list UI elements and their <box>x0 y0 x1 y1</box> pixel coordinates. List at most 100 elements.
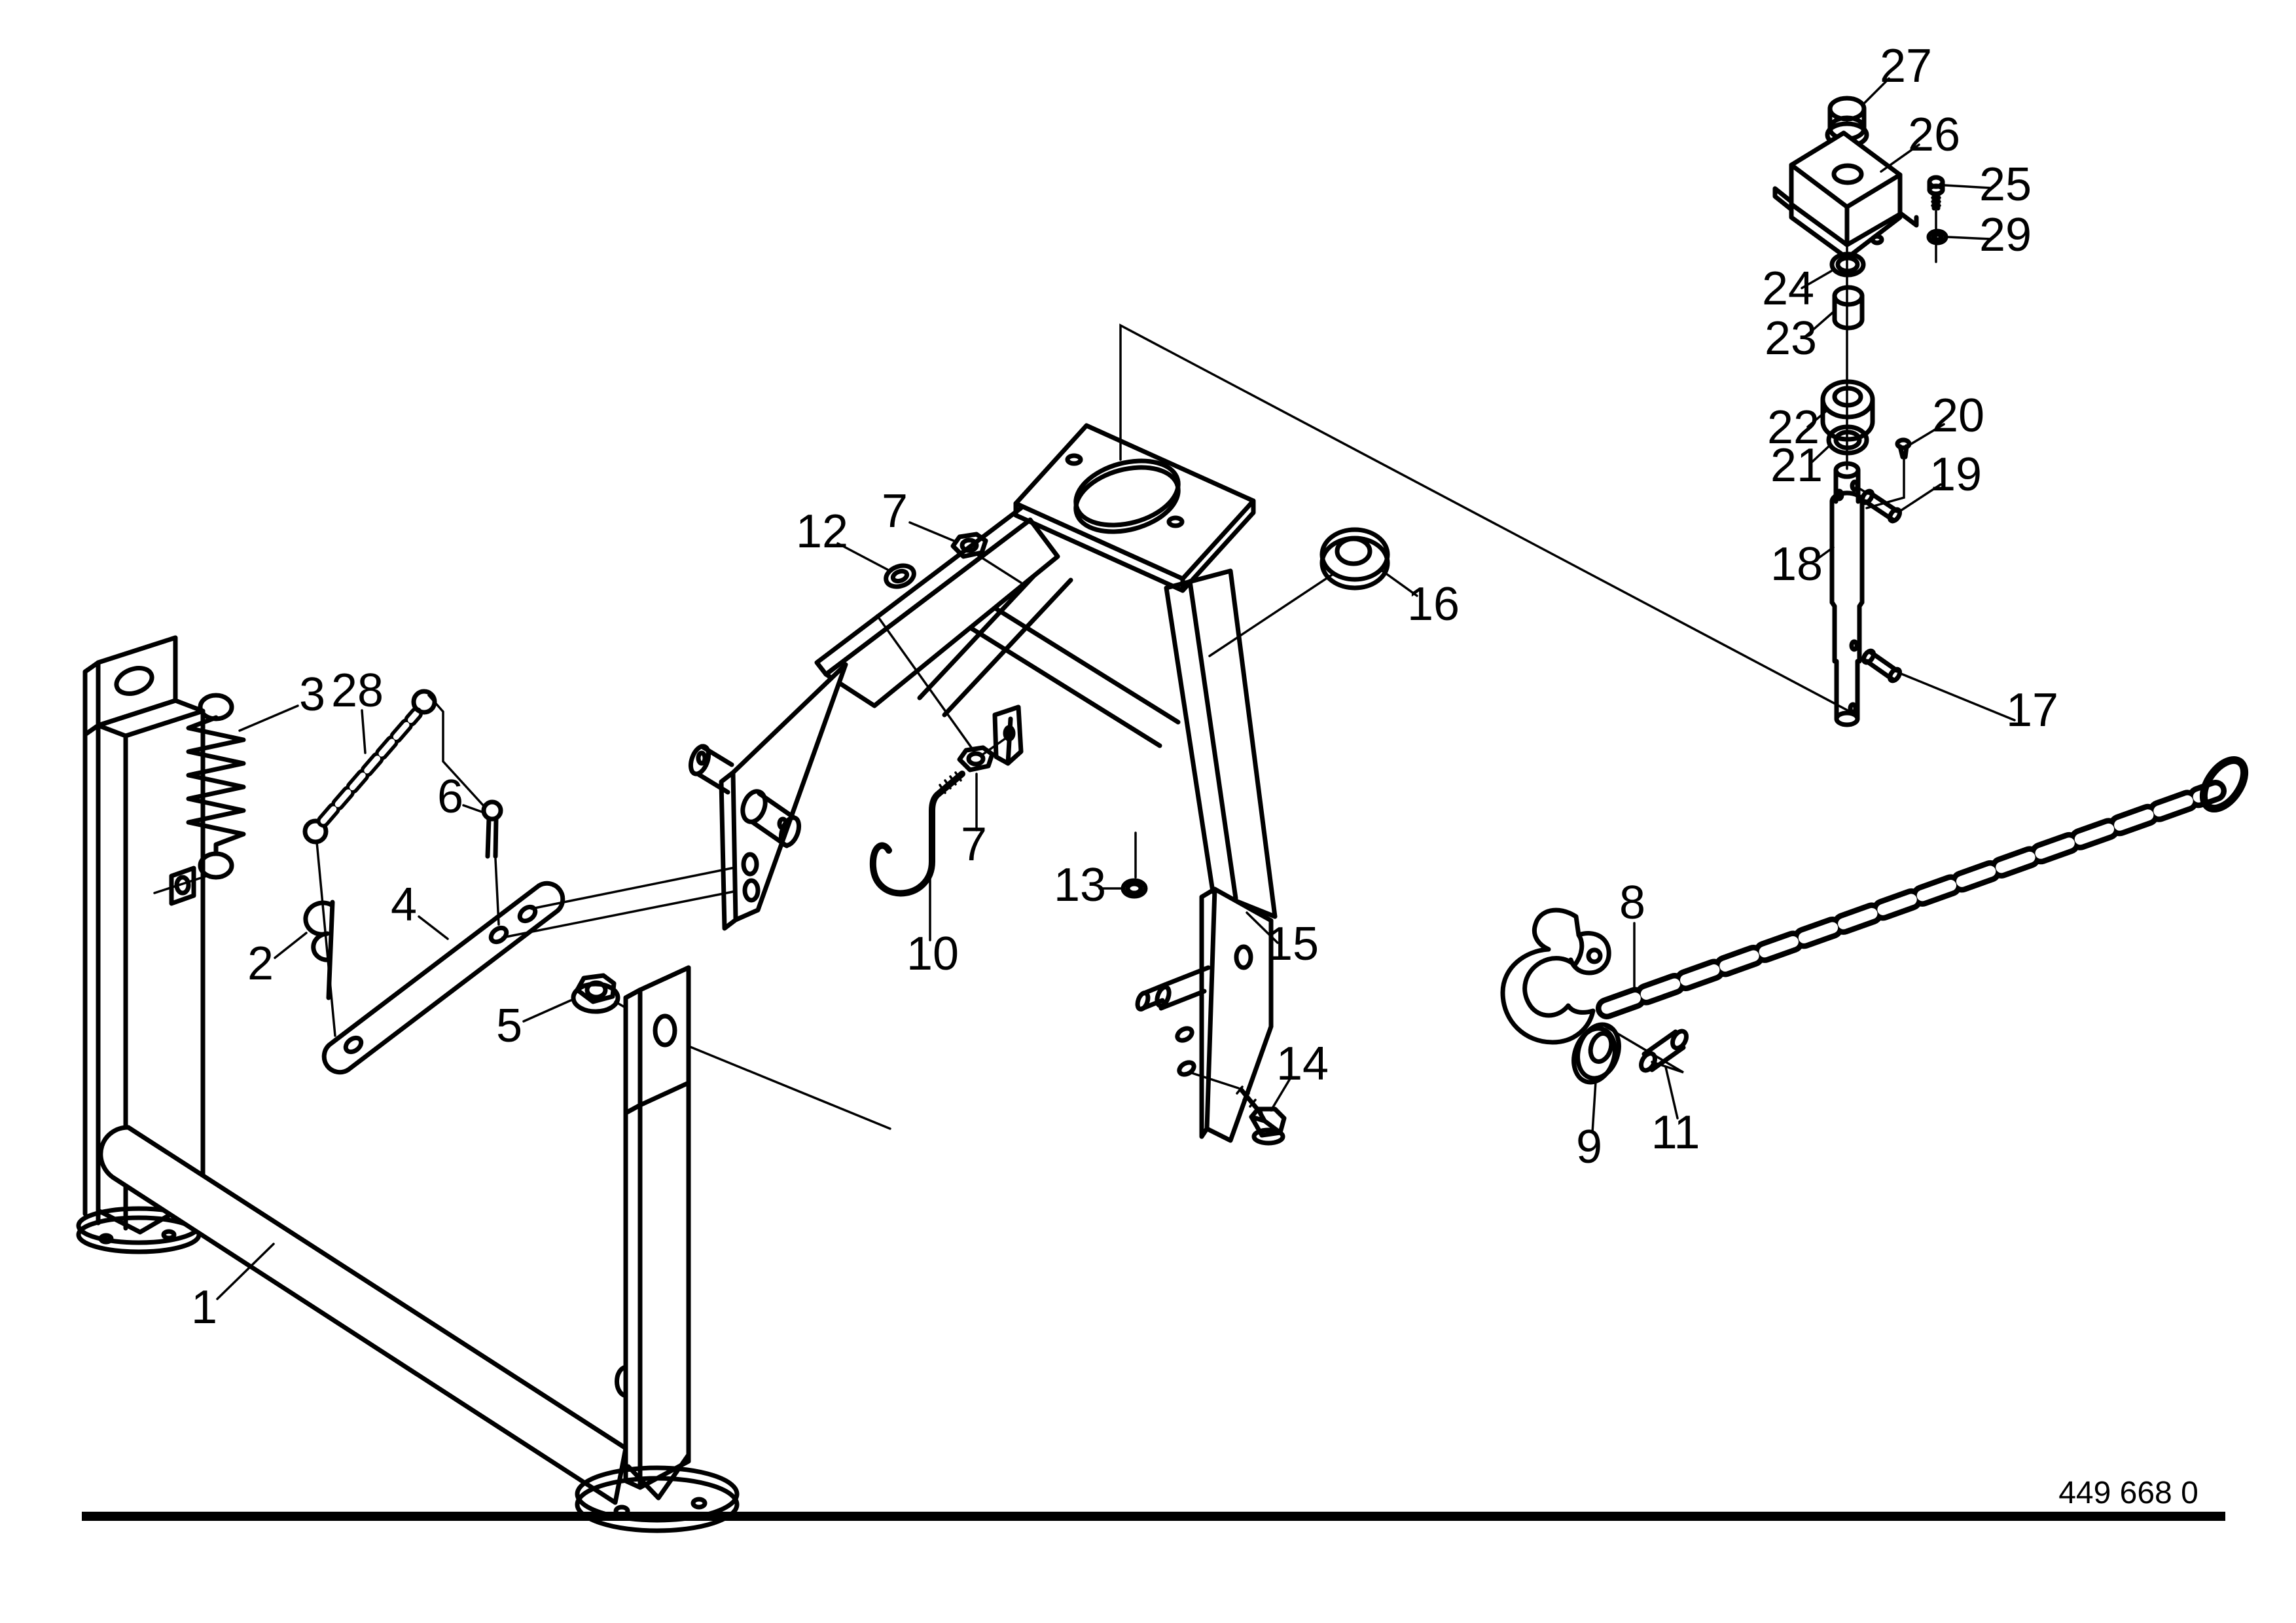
svg-text:8: 8 <box>1619 877 1645 929</box>
cross-tube-1 <box>98 1125 628 1505</box>
callout-24: 24 <box>1762 263 1833 315</box>
grab-hook <box>1500 907 1684 1074</box>
callout-21: 21 <box>1770 439 1831 492</box>
front-leg-foot <box>575 1465 740 1523</box>
callout-17: 17 <box>1898 672 2058 737</box>
callout-11: 11 <box>1651 1066 1700 1159</box>
callout-5: 5 <box>496 999 572 1052</box>
svg-text:20: 20 <box>1932 390 1984 442</box>
front-leg-tab-hole <box>653 1013 677 1048</box>
callout-8: 8 <box>1619 877 1645 989</box>
callout-29: 29 <box>1946 209 2032 261</box>
clevis-pin <box>688 744 802 848</box>
callout-6: 6 <box>437 771 483 823</box>
svg-text:23: 23 <box>1765 312 1817 365</box>
callout-25: 25 <box>1944 158 2032 211</box>
svg-text:4: 4 <box>391 879 417 931</box>
svg-text:15: 15 <box>1266 918 1319 970</box>
flange-nut-5 <box>571 973 891 1130</box>
pin-19 <box>1857 486 1903 524</box>
rear-leg-tab-hole <box>114 666 154 696</box>
svg-text:11: 11 <box>1651 1106 1700 1159</box>
svg-text:13: 13 <box>1054 859 1106 911</box>
front-leg <box>575 965 740 1533</box>
svg-text:5: 5 <box>496 1000 522 1052</box>
bushing-16 <box>1208 527 1390 657</box>
front-leg-weld-tab <box>615 1364 628 1398</box>
svg-text:22: 22 <box>1767 401 1820 454</box>
hex-bolt-14 <box>1189 1071 1287 1146</box>
svg-text:21: 21 <box>1770 439 1823 492</box>
pin-11 <box>1639 1029 1689 1073</box>
svg-text:25: 25 <box>1979 158 2032 211</box>
callouts: 1 2 3 4 5 6 7 7 8 9 10 11 12 13 14 15 16… <box>191 40 2058 1334</box>
callout-23: 23 <box>1765 309 1837 365</box>
svg-text:19: 19 <box>1929 448 1982 501</box>
callout-28: 28 <box>331 665 384 754</box>
svg-text:3: 3 <box>299 668 325 721</box>
washer-12 <box>884 563 916 589</box>
j-hook-bolt-10 <box>869 771 965 897</box>
callout-22: 22 <box>1767 401 1827 454</box>
bushing-22 <box>1820 379 1875 442</box>
svg-text:29: 29 <box>1979 209 2032 261</box>
callout-9: 9 <box>1576 1080 1602 1173</box>
svg-text:7: 7 <box>882 485 908 538</box>
svg-text:9: 9 <box>1576 1121 1602 1173</box>
support-tube-18 <box>1829 461 1865 727</box>
svg-text:6: 6 <box>437 771 463 823</box>
callout-2: 2 <box>247 932 308 990</box>
svg-text:12: 12 <box>796 505 848 558</box>
svg-text:18: 18 <box>1770 538 1823 591</box>
svg-text:449 668 0: 449 668 0 <box>2058 1476 2198 1510</box>
callout-19: 19 <box>1899 448 1982 512</box>
rear-leg-side-tab <box>169 866 196 906</box>
svg-text:24: 24 <box>1762 263 1814 315</box>
pin-17 <box>1861 648 1903 684</box>
svg-text:1: 1 <box>191 1281 217 1334</box>
sleeve-23 <box>1832 285 1865 331</box>
o-ring-13 <box>1121 831 1148 899</box>
housing-box-26 <box>1772 130 1919 261</box>
safety-chain-28 <box>302 689 486 1037</box>
callout-3: 3 <box>238 668 325 732</box>
cotter-pin-6 <box>481 799 503 926</box>
svg-text:14: 14 <box>1276 1038 1329 1090</box>
callout-18: 18 <box>1770 538 1835 591</box>
callout-27: 27 <box>1861 40 1932 106</box>
callout-16: 16 <box>1381 570 1460 630</box>
callout-15: 15 <box>1246 911 1319 970</box>
svg-text:17: 17 <box>2006 684 2058 737</box>
callout-13: 13 <box>1054 859 1122 911</box>
svg-text:2: 2 <box>247 938 274 990</box>
screw-20 <box>1865 437 1912 509</box>
callout-10: 10 <box>906 869 959 980</box>
hitch-frame <box>688 323 1859 931</box>
svg-text:28: 28 <box>331 665 384 717</box>
drawing-number: 449 668 0 <box>2058 1476 2198 1510</box>
callout-7-lower: 7 <box>961 773 987 871</box>
svg-text:16: 16 <box>1407 578 1460 630</box>
ring-9 <box>1571 1022 1621 1085</box>
svg-text:7: 7 <box>961 818 987 871</box>
bracket-pin <box>1135 965 1211 1012</box>
callout-1: 1 <box>191 1243 275 1334</box>
spring-bottom-eye <box>198 851 234 880</box>
svg-text:27: 27 <box>1880 40 1932 92</box>
svg-text:26: 26 <box>1908 109 1960 161</box>
chain-end-eye <box>2199 756 2249 813</box>
svg-text:10: 10 <box>906 928 959 980</box>
ring-21 <box>1826 424 1869 456</box>
bolt-25 <box>1927 175 1945 263</box>
callout-7-upper: 7 <box>882 485 958 543</box>
washer-29 <box>1926 228 1948 246</box>
seal-ring-24 <box>1829 251 1866 278</box>
spring-clip-2 <box>303 900 335 1000</box>
support-jack-stack <box>1772 96 1948 727</box>
bracket-15 <box>1135 886 1274 1143</box>
callout-26: 26 <box>1880 109 1960 173</box>
callout-14: 14 <box>1270 1038 1329 1112</box>
chain-8 <box>1596 756 2249 1019</box>
